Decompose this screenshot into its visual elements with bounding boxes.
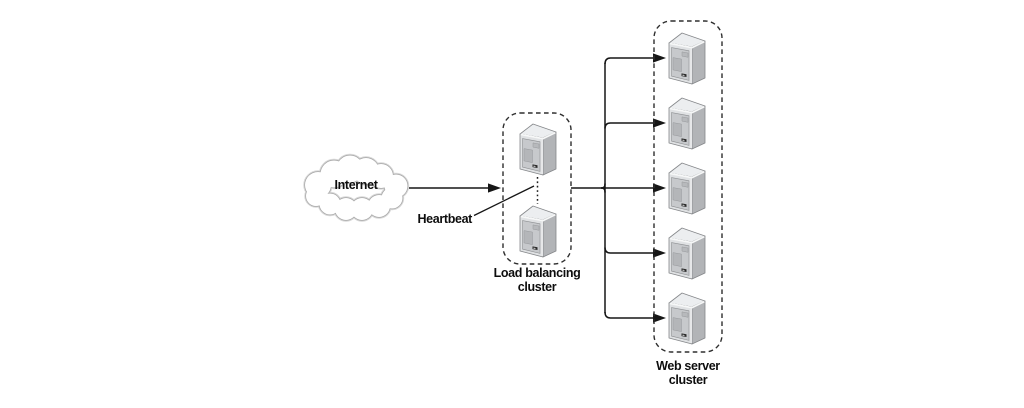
internet-label: Internet (334, 178, 378, 192)
web-server-icon (668, 32, 706, 85)
arrowhead (653, 53, 666, 63)
arrow-internet-to-lb (409, 183, 501, 193)
web-server-icon (668, 97, 706, 150)
load-balancing-cluster-label: Load balancing cluster (493, 266, 581, 294)
arrowhead (653, 183, 666, 193)
arrowhead (653, 118, 666, 128)
web-server-cluster-label: Web server cluster (656, 359, 720, 387)
heartbeat-pointer-line (473, 185, 535, 217)
fanout-arrow-5 (604, 311, 654, 319)
fanout-arrow-4 (604, 247, 654, 254)
fanout-arrow-2 (604, 122, 654, 129)
arrow-lb-to-web-servers (571, 57, 654, 319)
load-balancer-server-icon (519, 123, 557, 176)
web-server-cluster-boundary (653, 20, 723, 353)
arrowhead (653, 248, 666, 258)
fanout-arrow-1 (604, 57, 654, 65)
load-balancer-server-icon (519, 205, 557, 258)
arrowhead (653, 313, 666, 323)
internet-cloud-icon (303, 153, 410, 222)
web-server-icon (668, 292, 706, 345)
web-server-icon (668, 162, 706, 215)
load-balancing-cluster-boundary (502, 112, 572, 265)
heartbeat-label: Heartbeat (417, 212, 472, 226)
web-server-icon (668, 227, 706, 280)
